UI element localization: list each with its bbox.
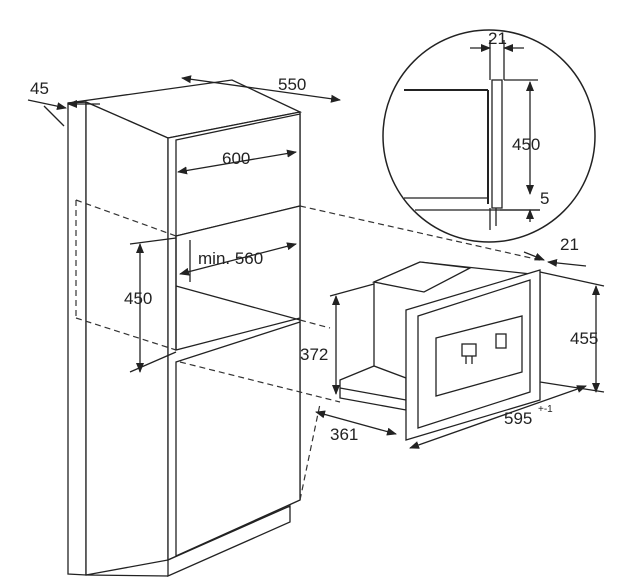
dim-cabinet-panel-depth: 45 (30, 79, 49, 98)
appliance-housing-top (371, 261, 473, 293)
appliance-spout-left (461, 343, 477, 357)
dim-cabinet-depth: 550 (278, 75, 306, 94)
dim-niche-height: 450 (124, 289, 152, 308)
dim-appliance-front-thickness: 21 (560, 235, 579, 254)
dim-detail-gap: 5 (540, 189, 549, 208)
detail-view (382, 29, 596, 243)
dim-niche-min-width: min. 560 (198, 249, 263, 268)
dim-detail-height: 450 (512, 135, 540, 154)
cabinet-side-panel (67, 101, 87, 576)
dim-cabinet-width: 600 (222, 149, 250, 168)
dim-appliance-body-height: 372 (300, 345, 328, 364)
detail-front-panel (491, 79, 503, 209)
dim-appliance-total-height: 455 (570, 329, 598, 348)
dim-detail-front-thickness: 21 (488, 29, 507, 48)
dim-appliance-width-tolerance: +-1 (538, 404, 553, 415)
appliance-spout-right (495, 333, 507, 349)
dim-appliance-body-depth: 361 (330, 425, 358, 444)
dim-appliance-width: 595 (504, 409, 532, 428)
cabinet-body (85, 101, 169, 576)
cabinet-plinth (167, 505, 291, 577)
cabinet (67, 79, 541, 577)
